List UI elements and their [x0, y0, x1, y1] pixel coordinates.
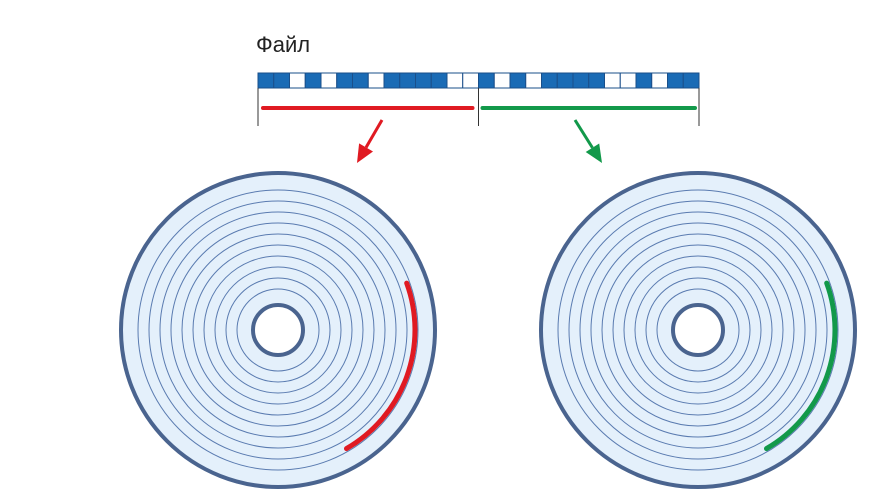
file-block [367, 72, 385, 89]
disk-track [170, 222, 386, 438]
left-disk [119, 171, 437, 489]
arrow-shaft [364, 119, 384, 149]
data-segment-arc [764, 280, 838, 452]
arrow-shaft [573, 119, 594, 149]
disk-track [181, 233, 375, 427]
file-label: Файл [256, 32, 311, 57]
disk-track [645, 277, 751, 383]
file-block [509, 72, 527, 89]
disk-track [612, 244, 784, 416]
file-block [556, 72, 574, 89]
file-block [478, 72, 495, 89]
disk-track [590, 222, 806, 438]
file-block [651, 72, 668, 89]
file-block [588, 72, 605, 89]
disk-track [225, 277, 331, 383]
data-segment-arc [344, 280, 418, 452]
file-block [320, 72, 338, 89]
disk-track [623, 255, 773, 405]
file-block [525, 72, 542, 89]
file-blocks [257, 72, 700, 89]
file-block [399, 72, 416, 89]
arrow-head [585, 143, 602, 163]
disk-track [203, 255, 353, 405]
file-split-brackets [257, 88, 700, 126]
file-block [289, 72, 306, 89]
split-arrows [357, 119, 602, 163]
disk-spindle-hole [251, 303, 305, 357]
file-block [635, 72, 653, 89]
file-block [446, 72, 464, 89]
disk-track [656, 288, 740, 372]
file-block [667, 72, 684, 89]
file-block [462, 72, 479, 89]
file-block [430, 72, 448, 89]
file-block [619, 72, 637, 89]
disk-track [557, 189, 839, 471]
file-block [415, 72, 432, 89]
disks [119, 171, 857, 489]
right-disk [539, 171, 857, 489]
red-arrow [357, 119, 384, 163]
disk-track [236, 288, 320, 372]
disk-track [192, 244, 364, 416]
disk-track [568, 200, 828, 460]
file-block [304, 72, 322, 89]
file-block [682, 72, 700, 89]
green-arrow [573, 119, 602, 163]
disk-spindle-hole [671, 303, 725, 357]
file-block [273, 72, 290, 89]
file-block [541, 72, 558, 89]
file-block [604, 72, 621, 89]
file-block [383, 72, 401, 89]
disk-track [601, 233, 795, 427]
disk-track [137, 189, 419, 471]
file-block [572, 72, 590, 89]
file-block [493, 72, 511, 89]
file-block [336, 72, 353, 89]
disk-track [159, 211, 397, 449]
disk-track [579, 211, 817, 449]
disk-track [148, 200, 408, 460]
disk-track [214, 266, 342, 394]
file-block [352, 72, 369, 89]
file-block [257, 72, 275, 89]
disk-track [634, 266, 762, 394]
arrow-head [357, 143, 373, 163]
